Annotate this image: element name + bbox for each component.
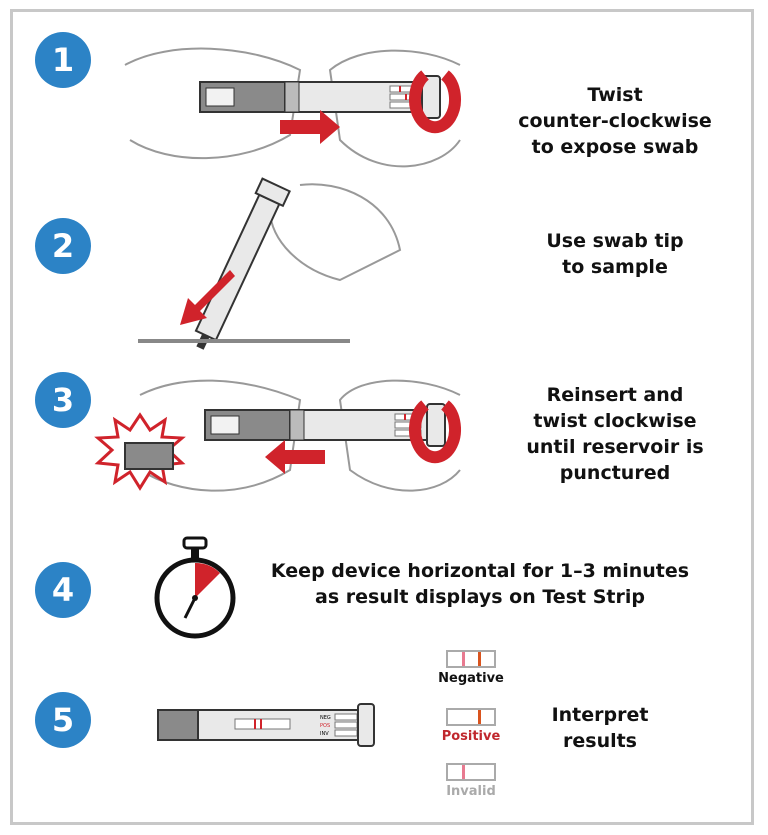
control-line	[461, 765, 465, 779]
arrow-left-icon	[265, 440, 325, 474]
step-number-5: 5	[35, 692, 91, 748]
result-label-positive: Positive	[441, 729, 501, 744]
step1-illustration	[124, 47, 461, 168]
arrow-right-icon	[280, 110, 340, 144]
device-label-neg: NEG	[320, 715, 331, 721]
control-line	[461, 652, 465, 666]
result-label-negative: Negative	[438, 671, 504, 686]
stopwatch-icon	[154, 536, 236, 639]
step5-text: Interpret results	[551, 704, 649, 752]
result-negative: Negative	[438, 650, 504, 686]
result-label-invalid: Invalid	[446, 784, 496, 799]
arrow-down-left-icon	[180, 270, 235, 325]
step1-text: Twist counter-clockwise to expose swab	[518, 84, 712, 158]
step-number-3: 3	[35, 372, 91, 428]
device-label-pos: POS	[320, 723, 330, 729]
diagram-frame	[10, 9, 754, 825]
device-label-inv: INV	[320, 731, 329, 737]
result-invalid: Invalid	[438, 763, 504, 799]
test-line	[477, 710, 481, 724]
step-number-1: 1	[35, 32, 91, 88]
test-strip-negative	[446, 650, 496, 668]
step2-text: Use swab tip to sample	[546, 230, 684, 278]
step4-text: Keep device horizontal for 1–3 minutes a…	[270, 560, 690, 608]
test-strip-positive	[446, 708, 496, 726]
step3-illustration	[94, 379, 461, 492]
test-strip-invalid	[446, 763, 496, 781]
step3-text: Reinsert and twist clockwise until reser…	[526, 384, 704, 484]
test-line	[477, 652, 481, 666]
step2-illustration	[138, 177, 402, 350]
step5-device: NEG POS INV	[157, 703, 375, 747]
step-number-4: 4	[35, 562, 91, 618]
result-positive: Positive	[438, 708, 504, 744]
step-number-2: 2	[35, 218, 91, 274]
